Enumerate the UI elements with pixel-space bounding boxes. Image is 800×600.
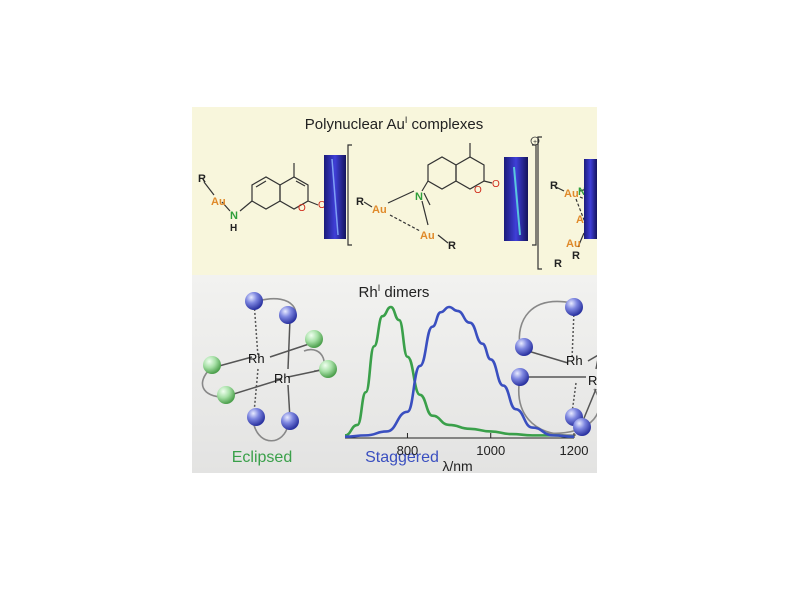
complex3-r1: R (550, 180, 558, 192)
complex1-au: Au (211, 196, 226, 208)
complex2-charge: + (533, 139, 537, 146)
x-tick-label-2: 1200 (560, 443, 589, 458)
eclipsed-rh-lower: Rh (274, 371, 291, 386)
complex2-r1: R (356, 196, 364, 208)
staggered-label: Staggered (365, 449, 439, 466)
complex3-au1: Au (564, 188, 579, 200)
eclipsed-label: Eclipsed (232, 449, 292, 466)
figure-canvas: Polynuclear AuI complexes R Au N H O O R (192, 107, 597, 473)
complex3-r2: R (572, 250, 580, 262)
series-line-0 (344, 305, 575, 438)
figure: Polynuclear AuI complexes R Au N H O O R (192, 107, 597, 473)
eclipsed-rh-upper: Rh (248, 351, 265, 366)
complex2-n: N (415, 191, 423, 203)
complex3-au3: Au (566, 238, 581, 250)
top-panel-title: Polynuclear AuI complexes (305, 115, 483, 133)
complex1-o2: O (318, 200, 326, 211)
complex1-r: R (198, 173, 206, 185)
complex2-o2: O (492, 179, 500, 190)
complex2-charge-circle (530, 136, 540, 146)
complex3-n: N (578, 186, 586, 198)
complex-2 (363, 143, 493, 244)
x-axis-label: λ/nm (442, 458, 472, 473)
complex2-o1: O (474, 185, 482, 196)
complex3-r3: R (554, 258, 562, 270)
staggered-rh-lower: Rh (588, 373, 597, 388)
emission-spectrum-chart: 800 1000 1200 λ/nm (344, 305, 589, 473)
top-panel-background (192, 107, 597, 275)
complex1-n: N (230, 210, 238, 222)
x-tick-label-1: 1000 (476, 443, 505, 458)
complex1-o1: O (298, 203, 306, 214)
complex2-r2: R (448, 240, 456, 252)
series-line-1 (344, 305, 575, 438)
vial-3-image (584, 159, 597, 239)
complex-1 (203, 163, 319, 212)
staggered-rh-upper: Rh (566, 353, 583, 368)
complex2-au2: Au (420, 230, 435, 242)
eclipsed-dimer: Rh Rh (201, 292, 337, 442)
complex1-h: H (230, 223, 237, 234)
x-tick-label-0: 800 (397, 443, 419, 458)
complex2-au1: Au (372, 204, 387, 216)
staggered-dimer-drawing: Rh Rh (511, 298, 597, 436)
bottom-panel-title: RhI dimers (359, 283, 430, 301)
